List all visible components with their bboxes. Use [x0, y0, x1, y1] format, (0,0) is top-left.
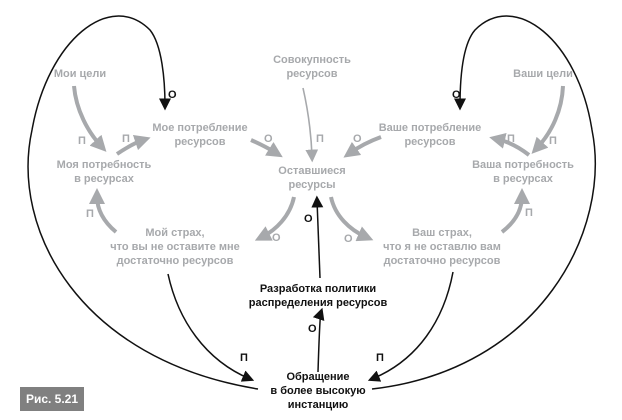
arrow-your-fear-to-escalation	[367, 271, 454, 382]
arrow-policy-to-remaining	[311, 195, 324, 279]
arrow-my-fear-to-escalation	[167, 273, 255, 382]
arrow-my-fear-to-need	[89, 188, 118, 234]
sign-opposite: О	[304, 213, 313, 225]
arrow-total-to-remaining	[302, 87, 319, 163]
sign-opposite: О	[168, 89, 177, 101]
sign-opposite: О	[308, 323, 317, 335]
sign-same: П	[78, 135, 86, 147]
sign-same: П	[86, 208, 94, 220]
arrow-escalation-to-my-consumption	[27, 15, 259, 390]
arrow-escalation-to-policy	[312, 307, 325, 373]
arrow-remaining-to-my-fear	[254, 196, 296, 241]
node-my-goals: Мои цели	[54, 68, 106, 80]
sign-same: П	[507, 133, 515, 145]
arrow-my-goals-to-need	[72, 85, 107, 152]
sign-same: П	[525, 207, 533, 219]
sign-same: П	[316, 133, 324, 145]
sign-opposite: О	[452, 89, 461, 101]
sign-same: П	[240, 352, 248, 364]
arrow-remaining-to-your-fear	[329, 196, 374, 242]
arrow-your-consumption-to-remaining	[343, 135, 382, 158]
figure-caption: Рис. 5.21	[20, 387, 84, 411]
arrow-my-consumption-to-remaining	[250, 138, 283, 158]
sign-opposite: О	[353, 133, 362, 145]
arrow-your-goals-to-need	[531, 85, 565, 154]
node-your-goals: Ваши цели	[513, 68, 573, 80]
arrow-your-need-to-consumption	[489, 133, 531, 157]
sign-same: П	[549, 135, 557, 147]
sign-same: П	[376, 352, 384, 364]
sign-opposite: О	[272, 232, 281, 244]
arrow-your-fear-to-need	[500, 188, 530, 234]
sign-same: П	[122, 133, 130, 145]
arrow-escalation-to-your-consumption	[371, 15, 596, 390]
sign-opposite: О	[344, 233, 353, 245]
arrow-my-need-to-consumption	[115, 134, 151, 156]
sign-opposite: О	[264, 133, 273, 145]
